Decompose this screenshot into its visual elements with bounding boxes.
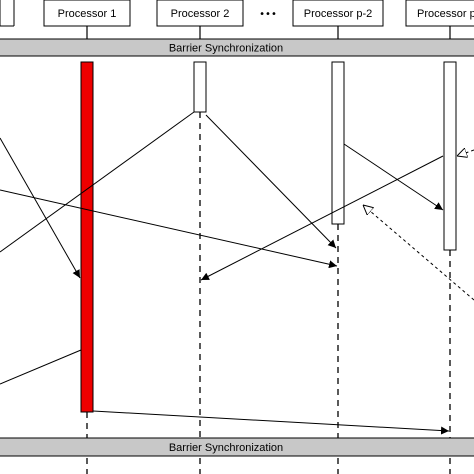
processor-label-1: Processor 1: [58, 8, 117, 20]
processor-header-1: Processor 1: [43, 0, 131, 27]
message-left-to-processor-1: [0, 137, 81, 279]
activation-bar-processor-p: [443, 61, 457, 251]
reply-offscreen-to-processor-p-2: [363, 205, 474, 301]
barrier-label-top: Barrier Synchronization: [169, 43, 283, 55]
reply-offscreen-to-processor-p: [457, 150, 474, 156]
processor-ellipsis: •••: [259, 9, 277, 20]
processor-header-p: Processor p: [405, 0, 474, 27]
message-processor-p-2-to-processor-p: [343, 143, 444, 211]
processor-header-2: Processor 2: [156, 0, 244, 27]
message-processor-1-to-left: [0, 349, 82, 385]
message-processor-2-to-processor-p-2: [205, 114, 337, 249]
message-left-to-processor-p-2: [0, 189, 338, 269]
barrier-synchronization-bottom: Barrier Synchronization: [0, 437, 474, 457]
processor-label-p: Processor p: [417, 8, 474, 20]
header-lifeline-stubs: [86, 26, 451, 39]
barrier-synchronization-top: Barrier Synchronization: [0, 38, 474, 57]
message-processor-1-to-processor-p: [92, 410, 450, 435]
activation-bar-processor-1: [80, 61, 94, 413]
processor-label-2: Processor 2: [171, 8, 230, 20]
message-processor-p-to-processor-2: [200, 155, 444, 281]
bottom-lifeline-stubs: [86, 458, 451, 474]
activation-bar-processor-p-2: [331, 61, 345, 225]
processor-label-p-2: Processor p-2: [304, 8, 372, 20]
dashed-lifelines: [86, 112, 451, 438]
processor-header-p-2: Processor p-2: [292, 0, 384, 27]
message-processor-2-to-left: [0, 111, 195, 253]
activation-bar-processor-2: [193, 61, 207, 113]
barrier-label-bottom: Barrier Synchronization: [169, 442, 283, 454]
